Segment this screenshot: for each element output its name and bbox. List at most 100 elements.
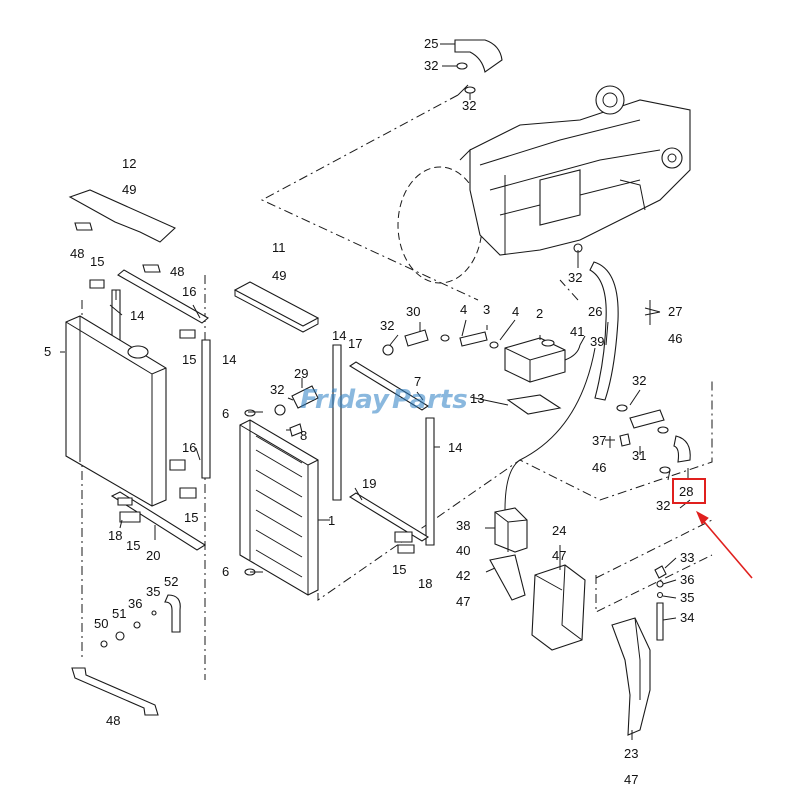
callout-14-c: 14 (332, 328, 346, 343)
callout-33: 33 (680, 550, 694, 565)
callout-35-b: 35 (146, 584, 160, 599)
callout-16-b: 16 (182, 440, 196, 455)
callout-26: 26 (588, 304, 602, 319)
callout-32-c: 32 (568, 270, 582, 285)
callout-15-d: 15 (126, 538, 140, 553)
part-39-overflow-hose (504, 347, 596, 511)
callout-25: 25 (424, 36, 438, 51)
callout-14-d: 14 (448, 440, 462, 455)
callout-36-b: 36 (128, 596, 142, 611)
highlight-callout-28: 28 (672, 478, 753, 579)
part-27-bracket (644, 300, 661, 325)
callout-15-e: 15 (392, 562, 406, 577)
callout-19: 19 (362, 476, 376, 491)
callout-4-a: 4 (460, 302, 467, 317)
part-48-pad-a (74, 222, 93, 231)
part-3-4-pipes (440, 331, 499, 349)
highlight-box (672, 478, 706, 504)
callout-labels: 25 32 32 32 12 49 48 48 11 49 15 16 14 5… (44, 36, 694, 787)
callout-14-b: 14 (222, 352, 236, 367)
callout-40: 40 (456, 543, 470, 558)
callout-39: 39 (590, 334, 604, 349)
part-11-bracket (233, 281, 320, 333)
callout-2: 2 (536, 306, 543, 321)
callout-49-a: 49 (122, 182, 136, 197)
part-48-bottom-bracket (71, 667, 159, 716)
tank-hose-41 (564, 344, 581, 361)
part-48-pad-b (142, 264, 161, 273)
engine-assembly (397, 85, 691, 284)
callout-42: 42 (456, 568, 470, 583)
part-1-radiator (239, 409, 319, 596)
part-24-bracket (531, 564, 586, 651)
callout-38: 38 (456, 518, 470, 533)
callout-48-c: 48 (106, 713, 120, 728)
part-13-sticker (506, 394, 562, 415)
callout-35-a: 35 (680, 590, 694, 605)
callout-14-a: 14 (130, 308, 144, 323)
callout-48-a: 48 (70, 246, 84, 261)
part-2-expansion-tank (504, 337, 566, 383)
part-17-bar (348, 361, 430, 411)
callout-52: 52 (164, 574, 178, 589)
callout-41: 41 (570, 324, 584, 339)
part-31-pipe (616, 404, 669, 447)
callout-46-a: 46 (668, 331, 682, 346)
callout-51: 51 (112, 606, 126, 621)
callout-23: 23 (624, 746, 638, 761)
callout-17: 17 (348, 336, 362, 351)
part-12-bracket (68, 189, 176, 243)
callout-1: 1 (328, 513, 335, 528)
highlight-arrow-head (695, 510, 709, 525)
part-42-bracket (489, 554, 526, 601)
callout-7: 7 (414, 374, 421, 389)
part-28-elbow-hose (659, 435, 691, 480)
part-29-hose (274, 385, 319, 416)
callout-31: 31 (632, 448, 646, 463)
small-fittings (100, 610, 157, 648)
watermark-text-b: Parts (392, 385, 468, 415)
callout-29: 29 (294, 366, 308, 381)
callout-32-g: 32 (656, 498, 670, 513)
callout-16-a: 16 (182, 284, 196, 299)
part-52-hose (164, 594, 181, 633)
callout-32-f: 32 (632, 373, 646, 388)
callout-30: 30 (406, 304, 420, 319)
callout-48-b: 48 (170, 264, 184, 279)
callout-47-a: 47 (456, 594, 470, 609)
callout-28: 28 (679, 484, 693, 499)
callout-18-a: 18 (108, 528, 122, 543)
callout-50: 50 (94, 616, 108, 631)
callout-37: 37 (592, 433, 606, 448)
part-23-bracket (611, 617, 651, 736)
callout-36-a: 36 (680, 572, 694, 587)
watermark-text-a: Friday (300, 385, 390, 415)
callout-32-a: 32 (424, 58, 438, 73)
callout-47-b: 47 (552, 548, 566, 563)
part-37-clamp (605, 436, 615, 448)
callout-34: 34 (680, 610, 694, 625)
callout-4-b: 4 (512, 304, 519, 319)
part-30-connector (382, 322, 429, 356)
part-20-lower-frame (110, 491, 207, 551)
callout-8: 8 (300, 428, 307, 443)
part-5-side-panel (65, 315, 167, 507)
part-16-bars (89, 269, 209, 339)
callout-32-b: 32 (462, 98, 476, 113)
callout-5: 5 (44, 344, 51, 359)
callout-32-e: 32 (380, 318, 394, 333)
drain-parts (654, 565, 667, 641)
callout-6-b: 6 (222, 564, 229, 579)
part-16-lower (169, 459, 197, 499)
callout-6-a: 6 (222, 406, 229, 421)
callout-13: 13 (470, 391, 484, 406)
callout-12: 12 (122, 156, 136, 171)
callout-15-b: 15 (182, 352, 196, 367)
part-26-lower-hose (573, 243, 619, 401)
part-19-bar (348, 492, 430, 554)
callout-27: 27 (668, 304, 682, 319)
callout-20: 20 (146, 548, 160, 563)
part-38-reservoir (494, 507, 528, 553)
callout-46-b: 46 (592, 460, 606, 475)
